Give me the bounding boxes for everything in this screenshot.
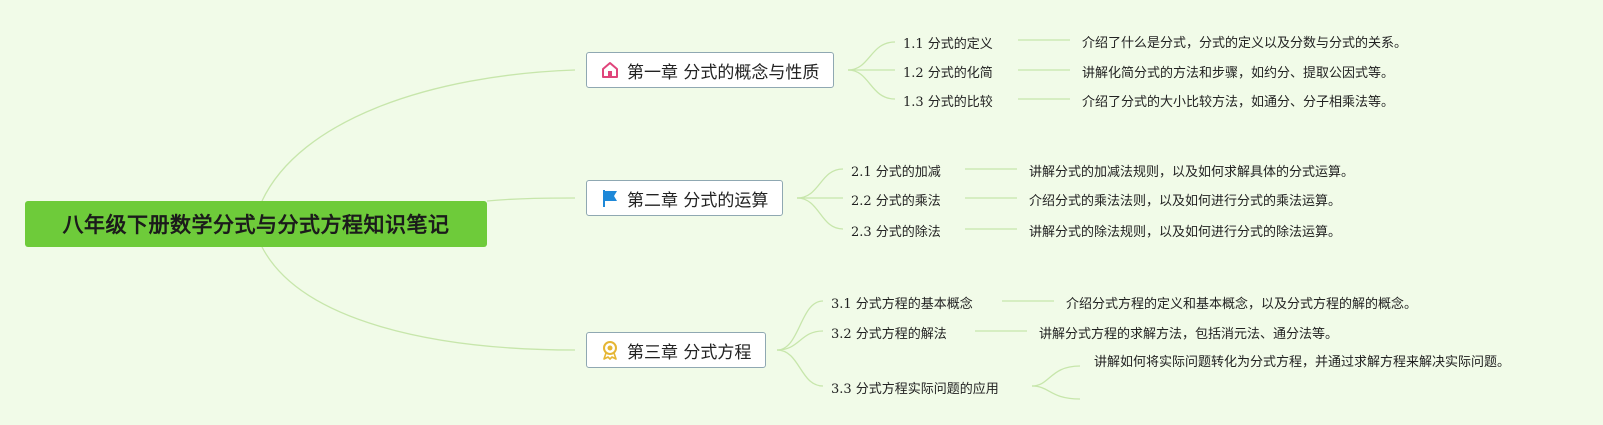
- subtopic-2-2[interactable]: 2.2 分式的乘法: [851, 194, 941, 209]
- connector-ch2-1: [796, 168, 844, 199]
- subtopic-1-3[interactable]: 1.3 分式的比较: [903, 95, 993, 110]
- connector-ch3-1: [776, 300, 824, 351]
- subtopic-3-2[interactable]: 3.2 分式方程的解法: [831, 327, 947, 342]
- connector-ch1-3: [847, 69, 896, 100]
- chapter-1-node[interactable]: 第一章 分式的概念与性质: [586, 52, 835, 88]
- connector-ch2-3: [796, 197, 844, 230]
- connector-root-ch2: [486, 197, 576, 202]
- root-title: 八年级下册数学分式与分式方程知识笔记: [62, 213, 450, 237]
- description-2-1[interactable]: 讲解分式的加减法规则，以及如何求解具体的分式运算。: [1029, 165, 1355, 180]
- connector-ch3-2: [776, 330, 824, 351]
- connector-root-ch1: [261, 69, 576, 202]
- subtopic-1-1[interactable]: 1.1 分式的定义: [903, 37, 993, 52]
- description-3-3[interactable]: 讲解如何将实际问题转化为分式方程，并通过求解方程来解决实际问题。: [1094, 355, 1511, 370]
- chapter-2-title: 第二章 分式的运算: [627, 190, 769, 211]
- chapter-3-title: 第三章 分式方程: [627, 342, 752, 363]
- chapter-2-node[interactable]: 第二章 分式的运算: [586, 180, 784, 216]
- medal-icon: [599, 339, 621, 361]
- description-2-3[interactable]: 讲解分式的除法规则，以及如何进行分式的除法运算。: [1029, 225, 1342, 240]
- description-3-2[interactable]: 讲解分式方程的求解方法，包括消元法、通分法等。: [1039, 327, 1339, 342]
- connector-desc-3-3: [1031, 365, 1081, 387]
- description-1-2[interactable]: 讲解化简分式的方法和步骤，如约分、提取公因式等。: [1082, 66, 1395, 81]
- description-1-1[interactable]: 介绍了什么是分式，分式的定义以及分数与分式的关系。: [1082, 36, 1408, 51]
- description-2-2[interactable]: 介绍分式的乘法法则，以及如何进行分式的乘法运算。: [1029, 194, 1342, 209]
- connector-ch3-3: [776, 349, 824, 387]
- flag-icon: [599, 187, 621, 209]
- subtopic-3-3[interactable]: 3.3 分式方程实际问题的应用: [831, 382, 999, 397]
- root-topic[interactable]: 八年级下册数学分式与分式方程知识笔记: [25, 201, 487, 247]
- chapter-3-node[interactable]: 第三章 分式方程: [586, 332, 767, 368]
- connector-root-ch3: [261, 246, 576, 351]
- connector-desc-3-3b: [1031, 385, 1081, 400]
- subtopic-1-2[interactable]: 1.2 分式的化简: [903, 66, 993, 81]
- description-3-1[interactable]: 介绍分式方程的定义和基本概念，以及分式方程的解的概念。: [1066, 297, 1418, 312]
- house-icon: [599, 59, 621, 81]
- connector-ch1-1: [847, 41, 896, 71]
- subtopic-2-3[interactable]: 2.3 分式的除法: [851, 225, 941, 240]
- subtopic-2-1[interactable]: 2.1 分式的加减: [851, 165, 941, 180]
- subtopic-3-1[interactable]: 3.1 分式方程的基本概念: [831, 297, 973, 312]
- chapter-1-title: 第一章 分式的概念与性质: [627, 62, 820, 83]
- description-1-3[interactable]: 介绍了分式的大小比较方法，如通分、分子相乘法等。: [1082, 95, 1395, 110]
